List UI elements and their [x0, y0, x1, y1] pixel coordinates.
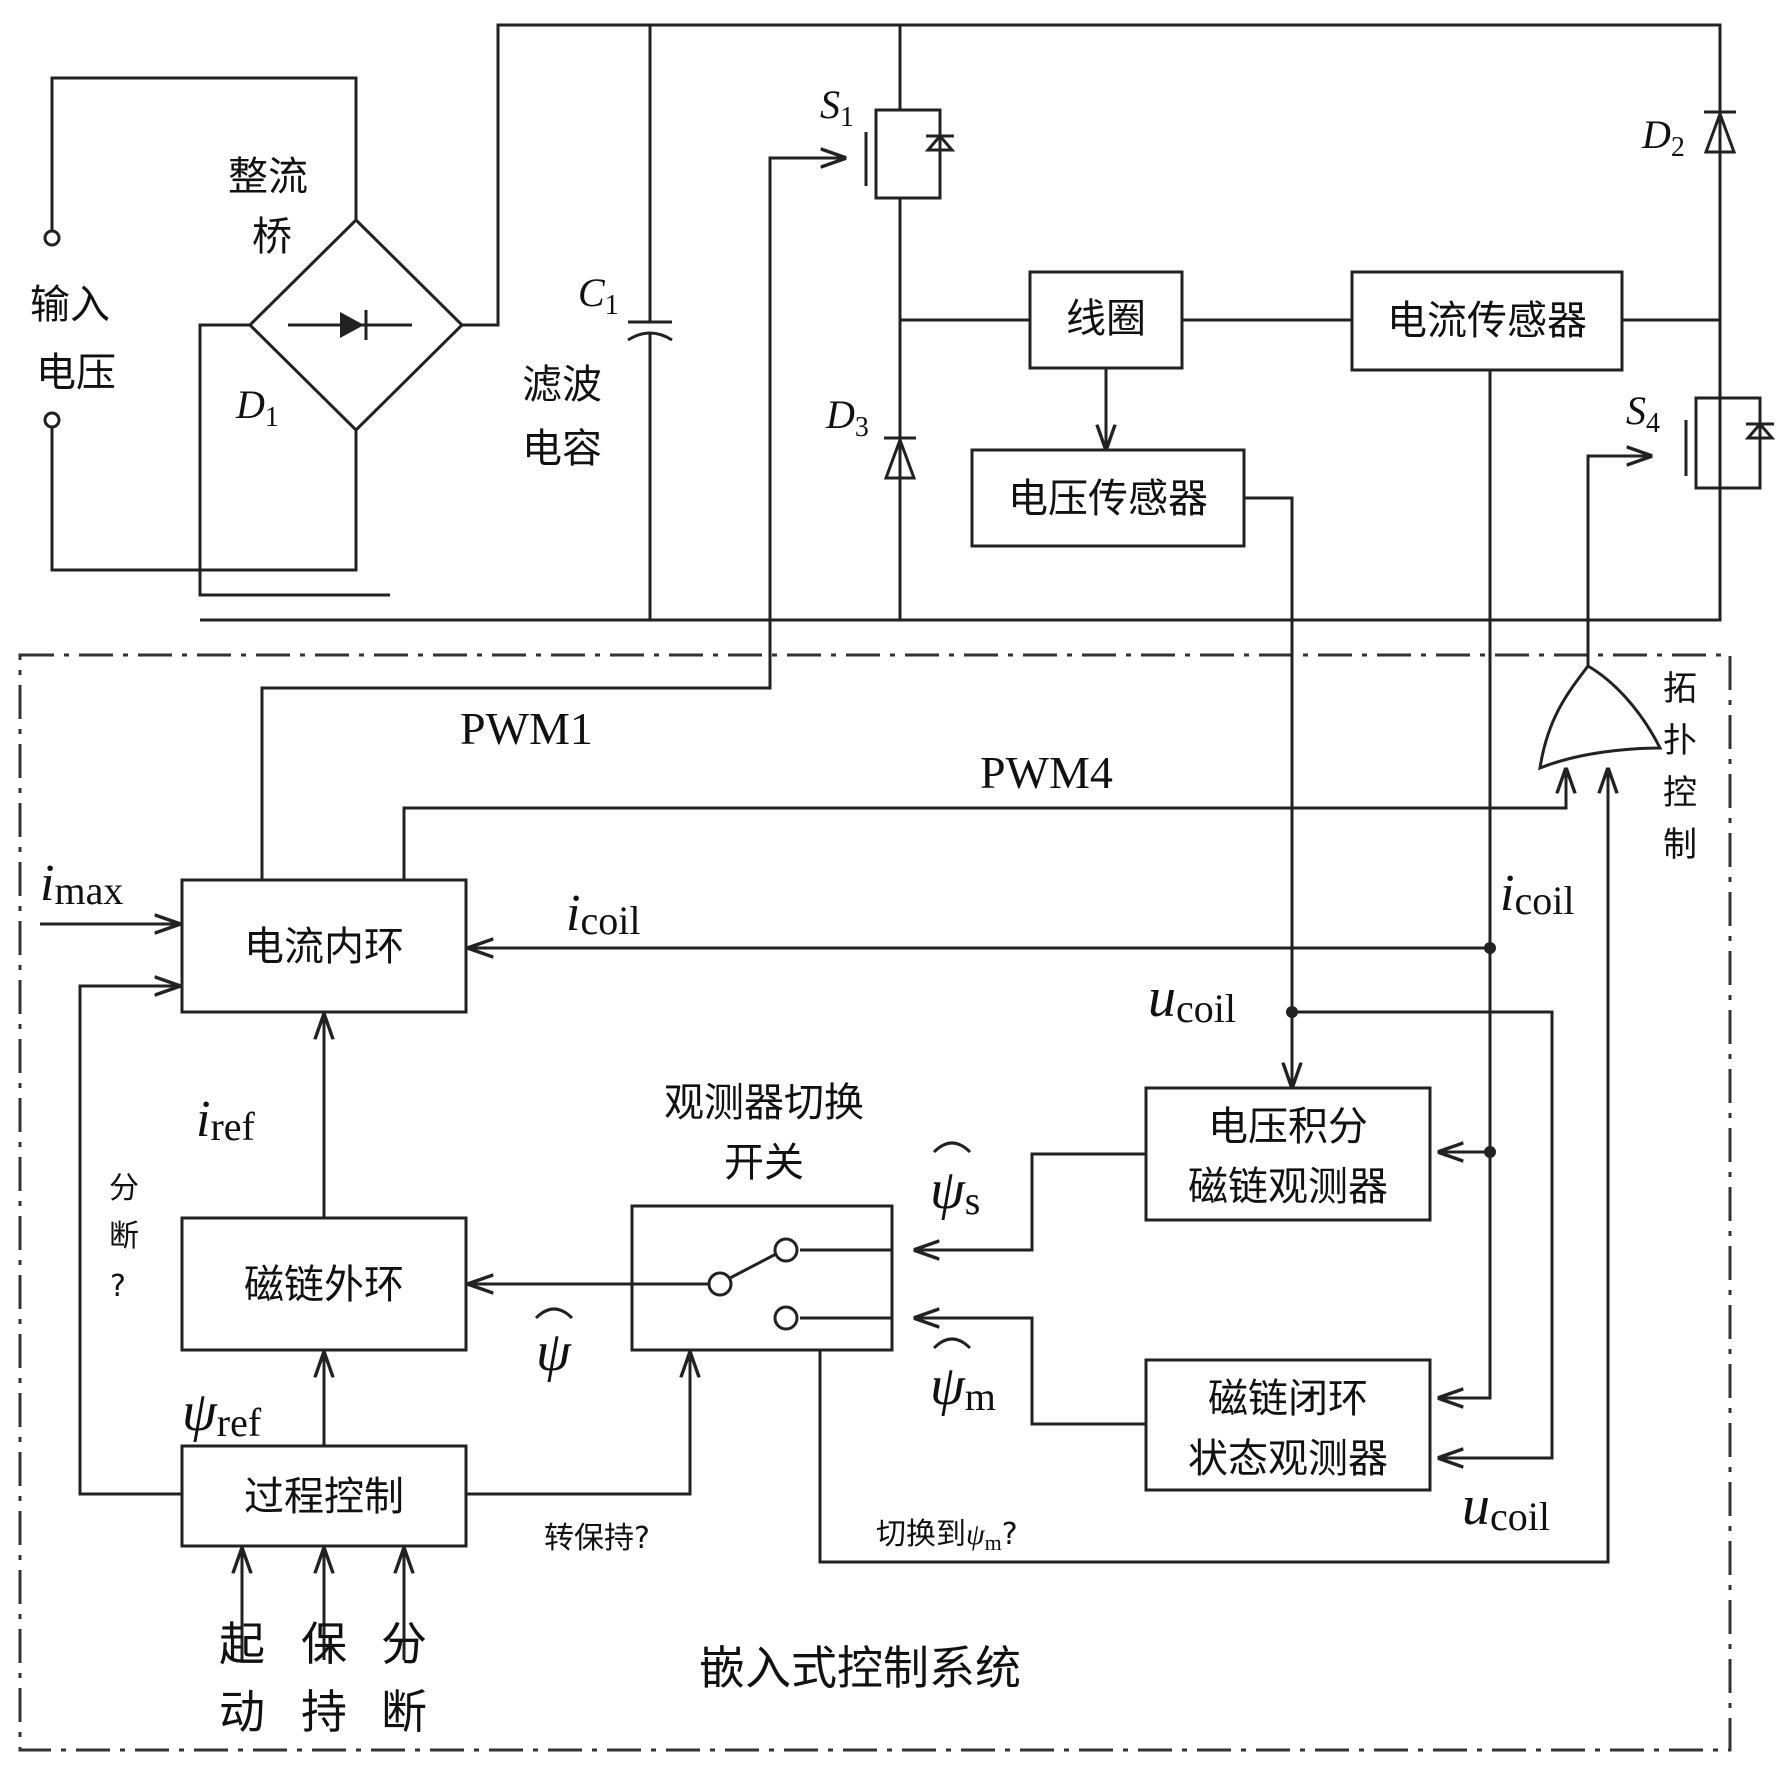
break-feedback-wire — [78, 986, 182, 1496]
topology-label-2: 扑 — [1663, 721, 1697, 761]
flux-outer-loop-label: 磁链外环 — [244, 1262, 404, 1308]
power-stage: 输入 电压 整流 桥 D1 C1 滤波 电容 — [30, 23, 1776, 622]
rectifier-ref-label: D1 — [235, 382, 279, 433]
switch-title-2: 开关 — [724, 1140, 804, 1186]
s4-ref-label: S4 — [1626, 388, 1660, 439]
input-voltage-label-1: 输入 — [30, 282, 110, 328]
input-terminals — [43, 76, 358, 572]
pwm1-wire — [260, 158, 844, 880]
coil-label: 线圈 — [1066, 296, 1146, 342]
ucoil-label-upper: ucoil — [1148, 967, 1236, 1031]
embedded-control-system: 嵌入式控制系统 拓 扑 控 制 PWM1 PWM4 电流内环 imax 分 断 … — [18, 158, 1732, 1752]
d3-ref-label: D3 — [825, 392, 869, 443]
hold-input-label-2: 持 — [301, 1685, 347, 1739]
hold-question-wire — [466, 1354, 690, 1496]
psi-hat-label: ψ — [536, 1321, 572, 1383]
psi-m-hat — [932, 1337, 972, 1350]
control-system-label: 嵌入式控制系统 — [699, 1641, 1021, 1695]
voltage-observer-label-1: 电压积分 — [1208, 1104, 1368, 1150]
observer-switch — [707, 1237, 892, 1331]
psi-s-hat — [932, 1141, 972, 1154]
voltage-sensor-box — [970, 448, 1246, 548]
or-gate — [1538, 664, 1663, 771]
junction-dot — [1286, 1006, 1298, 1018]
voltage-sensor-label: 电压传感器 — [1008, 476, 1208, 522]
break-question-1: 分 — [109, 1171, 139, 1206]
switch-question-wire — [818, 770, 1608, 1564]
ucoil-to-closed-loop-observer — [1292, 1010, 1554, 1458]
d2-diode — [1703, 109, 1737, 154]
current-sensor-label: 电流传感器 — [1387, 298, 1587, 344]
topology-label-1: 拓 — [1663, 669, 1697, 709]
closed-loop-observer-label-2: 状态观测器 — [1188, 1436, 1388, 1482]
current-inner-loop-label: 电流内环 — [244, 924, 404, 970]
pwm4-label: PWM4 — [980, 747, 1113, 798]
topology-label-3: 控 — [1663, 773, 1697, 813]
hold-input-label-1: 保 — [301, 1617, 347, 1671]
switch-title-1: 观测器切换 — [664, 1080, 864, 1126]
icoil-vertical-wire — [1440, 370, 1492, 1398]
rectifier-bridge — [198, 23, 1722, 622]
hold-question-label: 转保持? — [544, 1521, 650, 1556]
break-question-2: 断 — [109, 1219, 139, 1254]
s1-ref-label: S1 — [820, 82, 854, 133]
break-question-3: ? — [110, 1269, 126, 1304]
psi-s-label: ψs — [930, 1159, 980, 1223]
control-system-boundary — [18, 653, 1732, 1752]
flux-outer-loop-box — [180, 1216, 468, 1352]
psiref-label: ψref — [182, 1381, 262, 1445]
psi-hat-hat — [534, 1307, 574, 1320]
start-input-label-2: 动 — [219, 1685, 265, 1739]
process-control-label: 过程控制 — [244, 1474, 404, 1520]
closed-loop-observer-box — [1144, 1358, 1432, 1492]
d2-ref-label: D2 — [1641, 112, 1685, 163]
start-input-label-1: 起 — [219, 1617, 265, 1671]
icoil-label-left: icoil — [566, 885, 640, 943]
capacitor-label-1: 滤波 — [522, 362, 602, 408]
junction-dot — [1484, 1146, 1496, 1158]
capacitor-ref-label: C1 — [578, 270, 619, 321]
rectifier-label-2: 桥 — [252, 214, 292, 260]
d3-diode — [883, 435, 917, 480]
s4-gate-drive-arrow — [1586, 456, 1650, 620]
junction-dot — [1484, 942, 1496, 954]
capacitor-label-2: 电容 — [522, 426, 602, 472]
psi-m-label: ψm — [930, 1355, 996, 1419]
icoil-label-right: icoil — [1500, 865, 1574, 923]
iref-label: iref — [196, 1091, 256, 1149]
break-input-label-2: 断 — [381, 1685, 427, 1739]
psi-m-wire — [916, 1318, 1146, 1426]
voltage-observer-label-2: 磁链观测器 — [1188, 1164, 1388, 1210]
imax-label: imax — [40, 855, 123, 913]
s1-mosfet — [864, 25, 956, 620]
coil-box — [1028, 270, 1184, 370]
switch-question-label: 切换到ψm? — [876, 1517, 1018, 1555]
rectifier-label-1: 整流 — [228, 154, 308, 200]
ucoil-vertical-wire — [1244, 496, 1292, 1086]
break-input-label-1: 分 — [381, 1617, 427, 1671]
input-voltage-label-2: 电压 — [36, 350, 116, 396]
closed-loop-observer-label-1: 磁链闭环 — [1208, 1376, 1368, 1422]
s4-mosfet — [1684, 396, 1776, 490]
pwm1-label: PWM1 — [460, 703, 593, 754]
filter-capacitor — [627, 25, 673, 620]
ucoil-label-lower: ucoil — [1462, 1475, 1550, 1539]
voltage-integral-observer-box — [1144, 1086, 1432, 1222]
current-inner-loop-box — [180, 878, 468, 1014]
psi-s-wire — [916, 1152, 1146, 1250]
observer-switch-box — [630, 1204, 894, 1352]
topology-label-4: 制 — [1663, 825, 1697, 865]
pwm4-wire — [402, 770, 1566, 880]
